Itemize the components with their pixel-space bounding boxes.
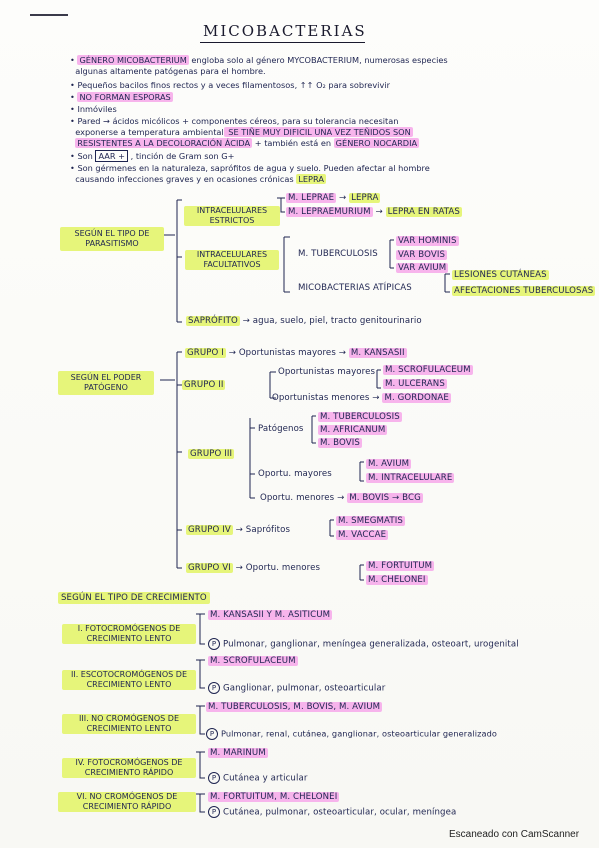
var-hominis: VAR HOMINIS [396,236,459,246]
p-circle-icon: P [208,682,220,694]
p-circle-icon: P [206,728,218,740]
crec-2-species: M. SCROFULACEUM [208,656,298,666]
intra-facultativos-label: INTRACELULARES FACULTATIVOS [185,250,279,270]
grupo-3-label: GRUPO III [188,449,235,459]
g4-vaccae: M. VACCAE [336,530,389,540]
crec-4-label: IV. FOTOCROMÓGENOS DE CRECIMIENTO RÁPIDO [62,758,196,778]
scanner-watermark: Escaneado con CamScanner [449,829,580,840]
intro-bullet-4: • Inmóviles [70,104,117,114]
m-tuberculosis-facultativo: M. TUBERCULOSIS [298,249,378,259]
patogeno-label: SEGÚN EL PODER PATÓGENO [58,371,154,395]
page-title: MICOBACTERIAS [203,22,367,40]
title-underline [200,42,365,43]
top-margin-line [30,14,68,16]
g6-fortuitum: M. FORTUITUM [366,561,435,571]
g2-mayores: Oportunistas mayores [278,367,376,377]
g3-avium: M. AVIUM [366,459,412,469]
p-circle-icon: P [208,772,220,784]
var-avium: VAR AVIUM [396,263,449,273]
intro-bullet-5: • Pared → ácidos micólicos + componentes… [70,116,420,148]
p-circle-icon: P [208,638,220,650]
grupo-2-label: GRUPO II [182,380,226,390]
crec-1-species: M. KANSASII Y M. ASITICUM [208,610,333,620]
p-circle-icon: P [208,806,220,818]
intro-bullet-7: • Son gérmenes en la naturaleza, saprófi… [70,163,430,184]
intro-bullet-1: • GÉNERO MICOBACTERIUM engloba solo al g… [70,55,448,76]
grupo-6-row: GRUPO VI → Oportu. menores [186,563,321,573]
crec-4-species: M. MARINUM [208,748,268,758]
lesiones-cutaneas: LESIONES CUTÁNEAS [452,270,549,280]
g3-africanum: M. AFRICANUM [318,425,388,435]
g3-intracelulare: M. INTRACELULARE [366,473,455,483]
crecimiento-label: SEGÚN EL TIPO DE CRECIMIENTO [58,592,210,604]
afecciones-tuberculosas: AFECTACIONES TUBERCULOSAS [452,286,596,296]
g3-mayores: Oportu. mayores [258,469,332,479]
g4-smegmatis: M. SMEGMATIS [336,516,405,526]
crec-2-label: II. ESCOTOCROMÓGENOS DE CRECIMIENTO LENT… [62,670,196,690]
intro-bullet-6: • Son AAR + , tinción de Gram son G+ [70,150,235,162]
grupo-1-row: GRUPO I → Oportunistas mayores → M. KANS… [185,348,407,358]
intro-bullet-2: • Pequeños bacilos finos rectos y a vece… [70,80,390,90]
m-lepraemurium: M. LEPRAEMURIUM → LEPRA EN RATAS [286,207,462,217]
grupo-4-row: GRUPO IV → Saprófitos [186,525,291,535]
g6-chelonei: M. CHELONEI [366,575,428,585]
g3-bovis: M. BOVIS [318,438,362,448]
crec-3-label: III. NO CROMÓGENOS DE CRECIMIENTO LENTO [62,714,196,734]
crec-6-species: M. FORTUITUM, M. CHELONEI [208,792,340,802]
g3-menores: Oportu. menores → M. BOVIS → BCG [260,493,423,503]
crec-6-label: VI. NO CROMÓGENOS DE CRECIMIENTO RÁPIDO [58,792,196,812]
g3-tuberculosis: M. TUBERCULOSIS [318,412,402,422]
var-bovis: VAR BOVIS [396,250,448,260]
intro-bullet-3: • NO FORMAN ESPORAS [70,92,173,102]
g2-ulcerans: M. ULCERANS [383,379,447,389]
micobacterias-atipicas: MICOBACTERIAS ATÍPICAS [298,283,412,293]
g3-patogenos: Patógenos [258,424,304,434]
parasitismo-label: SEGÚN EL TIPO DE PARASITISMO [60,227,164,251]
g2-menores: Oportunistas menores → M. GORDONAE [272,393,451,403]
m-leprae: M. LEPRAE → LEPRA [286,193,381,203]
crec-3-species: M. TUBERCULOSIS, M. BOVIS, M. AVIUM [206,702,383,712]
intra-estrictos-label: INTRACELULARES ESTRICTOS [184,206,280,226]
g2-scrofulaceum: M. SCROFULACEUM [383,365,473,375]
crec-1-label: I. FOTOCROMÓGENOS DE CRECIMIENTO LENTO [62,624,196,644]
saprofito-row: SAPRÓFITO → agua, suelo, piel, tracto ge… [186,316,422,326]
